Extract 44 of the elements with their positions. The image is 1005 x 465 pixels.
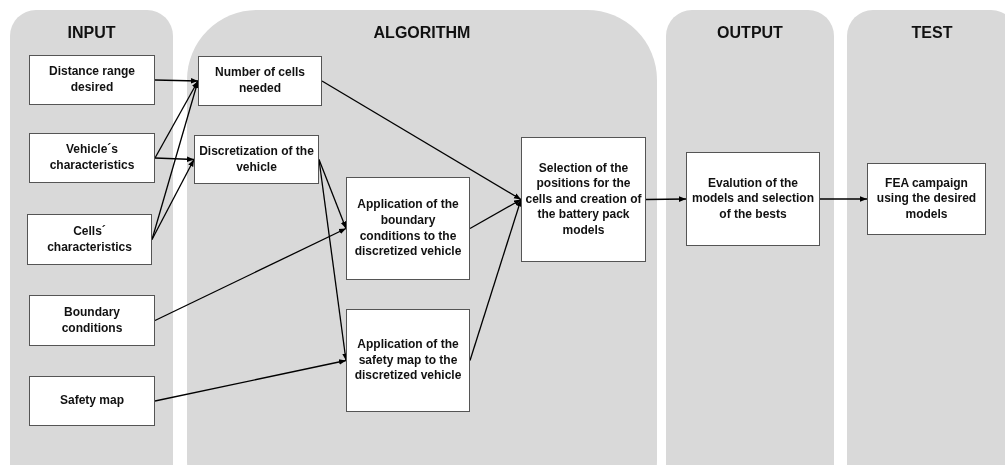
- box-text: Distance range desired: [47, 64, 136, 96]
- lane-panel: [847, 10, 1005, 465]
- process-box: [29, 295, 155, 346]
- arrow: [154, 78, 199, 84]
- box-text: Discretization of the vehicle: [198, 143, 315, 176]
- box-text: Application of the safety map to the discretized vehicle: [353, 337, 463, 384]
- lane-panel: [666, 10, 834, 465]
- process-box: [346, 177, 470, 280]
- box-text: Vehicle´s characteristics: [48, 142, 136, 174]
- lane-title: TEST: [911, 24, 953, 42]
- process-box: [27, 214, 152, 265]
- arrow: [318, 158, 348, 362]
- arrow: [645, 196, 687, 202]
- arrow: [469, 198, 522, 230]
- arrow: [154, 227, 347, 322]
- arrow: [469, 198, 522, 362]
- lane-title: INPUT: [67, 24, 116, 42]
- box-text: Safety map: [59, 393, 125, 409]
- arrow: [819, 196, 868, 202]
- box-text: Number of cells needed: [214, 65, 306, 97]
- arrow: [154, 359, 347, 402]
- process-box: [29, 55, 155, 105]
- lane-title: OUTPUT: [717, 24, 783, 42]
- lane-panel: [10, 10, 173, 465]
- lane-title: ALGORITHM: [373, 24, 471, 42]
- box-text: Selection of the positions for the cells and creation of the battery pack models: [524, 160, 643, 239]
- box-text: Boundary conditions: [60, 304, 124, 337]
- process-box: [29, 133, 155, 183]
- arrow: [154, 156, 195, 163]
- process-box: [198, 56, 322, 106]
- process-box: [346, 309, 470, 412]
- process-box: [867, 163, 986, 235]
- box-text: FEA campaign using the desired models: [875, 175, 978, 223]
- box-text: Application of the boundary conditions to the discretized vehicle: [353, 197, 463, 260]
- arrow: [321, 80, 522, 201]
- process-box: [686, 152, 820, 246]
- arrow: [154, 80, 199, 159]
- process-box: [521, 137, 646, 262]
- lane-panel: [187, 10, 657, 465]
- process-box: [29, 376, 155, 426]
- box-text: Cells´ characteristics: [46, 223, 133, 256]
- box-text: Evalution of the models and selection of the bests: [690, 175, 815, 223]
- arrow: [151, 158, 195, 241]
- process-box: [194, 135, 319, 184]
